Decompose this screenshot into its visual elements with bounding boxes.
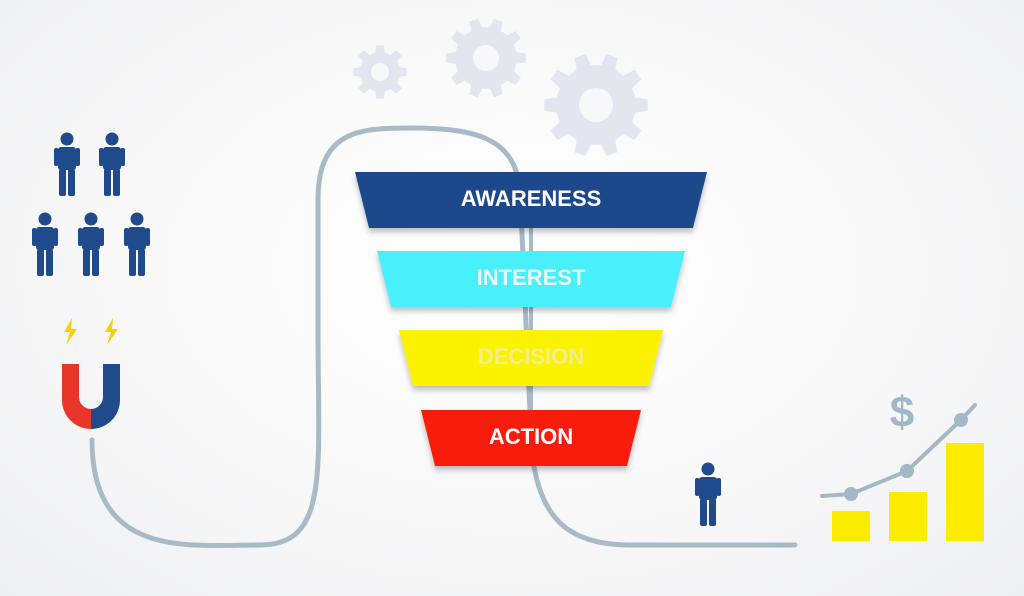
growth-bar [889,492,927,541]
stage-label-action: ACTION [489,424,573,449]
person-icon [32,212,58,276]
stage-interest [377,251,685,307]
magnet-sparks [64,318,118,345]
gear-icon [544,54,648,156]
growth-bar [946,443,984,541]
gear-icon [353,45,407,99]
stage-action [421,410,641,466]
growth-point [900,464,914,478]
gear-icon [446,18,526,98]
crowd [32,132,150,276]
stage-label-decision: DECISION [478,344,584,369]
growth-point [844,487,858,501]
spark-icon [64,318,77,345]
stage-label-awareness: AWARENESS [461,186,602,211]
funnel [355,172,707,466]
stage-label-interest: INTEREST [477,265,586,290]
spark-icon [105,318,118,345]
person-icon [78,212,104,276]
customer-person-icon [695,462,721,526]
stage-awareness [355,172,707,228]
growth-point [954,413,968,427]
person-icon [99,132,125,196]
person-icon [54,132,80,196]
dollar-sign: $ [890,388,914,437]
gears [353,18,648,156]
person-icon [124,212,150,276]
stage-decision [399,330,663,386]
growth-chart-icon: $ [820,388,984,541]
growth-bar [832,511,870,541]
magnet-icon [62,364,120,429]
